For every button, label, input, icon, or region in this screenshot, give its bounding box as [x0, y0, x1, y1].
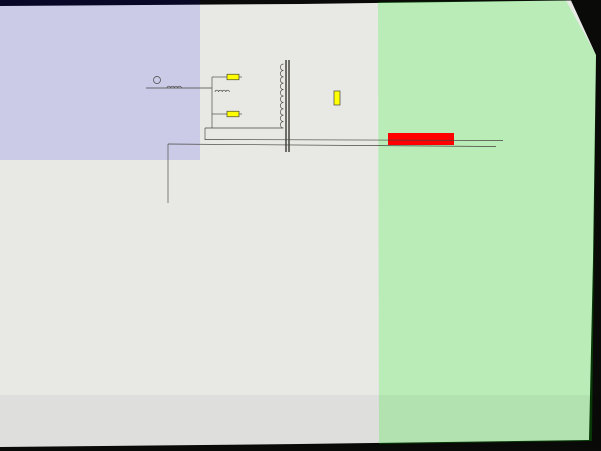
wire [204, 139, 504, 141]
fuse-icon [153, 76, 161, 84]
page-bottom-shade [0, 395, 601, 447]
schematic-wires [146, 60, 504, 203]
whiteout-patch [388, 133, 454, 145]
resistor-icon [226, 73, 240, 81]
schematic-symbols [153, 73, 341, 118]
wire [167, 143, 497, 147]
resistor-icon [226, 110, 240, 118]
inductor-icon [214, 89, 230, 93]
page-topleft-sheen [0, 0, 200, 160]
inductor-icon [166, 85, 182, 89]
winding [280, 63, 284, 129]
page-right-sheen [378, 0, 596, 444]
resistor-icon [333, 90, 341, 106]
